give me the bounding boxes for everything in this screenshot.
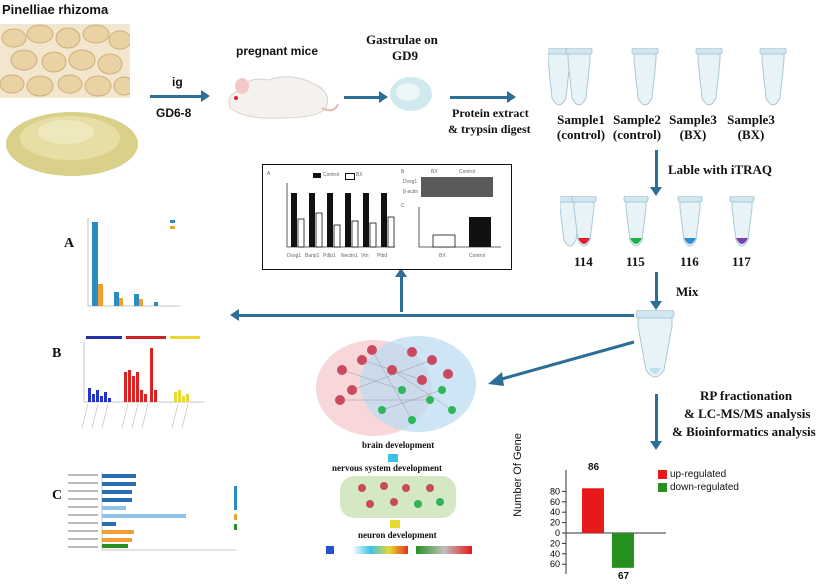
tag-115: 115 [626,254,645,269]
validation-panel-c: C [401,203,405,209]
arrow-to-samples [450,91,516,103]
validation-panel-b: B [401,169,405,175]
gastrulae-label-1: Gastrulae on [366,32,438,47]
blot-col-bx: BX [431,169,438,175]
western-blot [421,177,493,197]
gene-label-4: Nectin1 [341,253,358,259]
herb-title: Pinelliae rhizoma [2,2,109,17]
y-tick-label: 80 [550,486,560,496]
herb-powder-image [6,112,138,176]
panel-b-label: B [52,346,62,361]
bar-down-regulated [612,533,634,568]
network-neuron-label: neuron development [358,530,437,540]
label-step: Lable with iTRAQ [668,162,773,177]
arrow-to-mix [650,272,662,310]
y-tick-label: 60 [550,497,560,507]
mix-tube [636,310,675,378]
y-tick-label: 0 [555,528,560,538]
arrow-to-analysis [650,394,662,450]
network-brain-label: brain development [362,440,435,450]
bar-label-control: Control [469,253,486,259]
tag-116: 116 [680,254,699,269]
panel-a-chart [87,218,180,307]
analysis-step-3: & Bioinformatics analysis [672,424,816,439]
validation-bars [286,183,395,248]
y-tick-label: 40 [550,507,560,517]
network-legend-node [326,546,334,554]
itraq-tubes [560,196,755,247]
panel-c-label: C [52,488,63,503]
sample-3-label: Sample3(BX) [669,112,717,142]
y-tick-label: 60 [550,559,560,569]
analysis-step-1: RP fractionation [700,388,793,403]
down-value-label: 67 [618,571,630,582]
protein-label-1: Protein extract [452,106,529,120]
network-neuron-node [390,520,400,528]
bar-label-bx: BX [439,253,446,259]
up-value-label: 86 [588,462,600,473]
blot-row-2: β-actin [403,189,419,195]
network-brain-node [388,454,398,462]
gene-label-2: Banp1 [305,253,320,259]
mice-label: pregnant mice [236,44,319,58]
arrow-to-label [650,150,662,196]
legend-down-label: down-regulated [670,482,739,493]
network-graph [316,336,476,436]
legend-control-swatch [313,173,321,178]
arrow-to-validation [395,268,407,312]
gene-label-1: Dvsg1 [287,253,302,259]
mouse-image [228,76,339,119]
protein-label-2: & trypsin digest [448,122,531,136]
blot-row-1: Dvsg1 [403,179,418,185]
arrow-to-panels [230,309,634,321]
legend-bx: BX [356,172,363,178]
gastrulae-label-2: GD9 [392,48,418,63]
network-nervous-label: nervous system development [332,463,442,473]
sample-2-label: Sample2(control) [612,112,662,142]
days-label: GD6-8 [156,106,192,120]
y-tick-label: 40 [550,549,560,559]
gastrula-image [390,77,432,111]
validation-panel-a: A [267,171,271,177]
arrow-dosing [150,90,210,102]
legend-up-label: up-regulated [670,469,727,480]
tag-114: 114 [574,254,593,269]
gene-label-5: Vtn [361,253,369,259]
gene-label-3: Pdlp1 [323,253,336,259]
legend-bx-swatch [345,173,355,180]
panel-a-label: A [64,236,75,251]
legend-down-swatch [658,483,667,492]
arrow-to-gastrulae [344,91,388,103]
analysis-step-2: & LC-MS/MS analysis [684,406,811,421]
bar-up-regulated [582,488,604,533]
y-tick-label: 20 [550,518,560,528]
legend-up-swatch [658,470,667,479]
gene-chart-ylabel: Number Of Gene [512,433,524,517]
network-neuron-cluster [340,476,456,518]
network-color-scale-1 [352,546,408,554]
panel-c-chart [68,472,237,551]
mix-label: Mix [676,284,699,299]
y-tick-label: 20 [550,538,560,548]
blot-col-control: Control [459,169,476,175]
validation-figure: A Control BX Dvsg1 Banp1 Pdlp1 Nectin1 V… [262,164,512,270]
network-color-scale-2 [416,546,472,554]
gene-label-6: Plbd [377,253,388,259]
validation-bars-c [418,207,501,248]
arrow-to-network [488,340,635,386]
sample-4-label: Sample3(BX) [727,112,775,142]
legend-control: Control [323,172,340,178]
panel-b-chart [81,336,204,429]
sample-1-label: Sample1(control) [556,112,606,142]
herb-slices-image [0,24,130,98]
sample-tubes [548,48,787,106]
route-label: ig [172,75,183,89]
tag-117: 117 [732,254,751,269]
